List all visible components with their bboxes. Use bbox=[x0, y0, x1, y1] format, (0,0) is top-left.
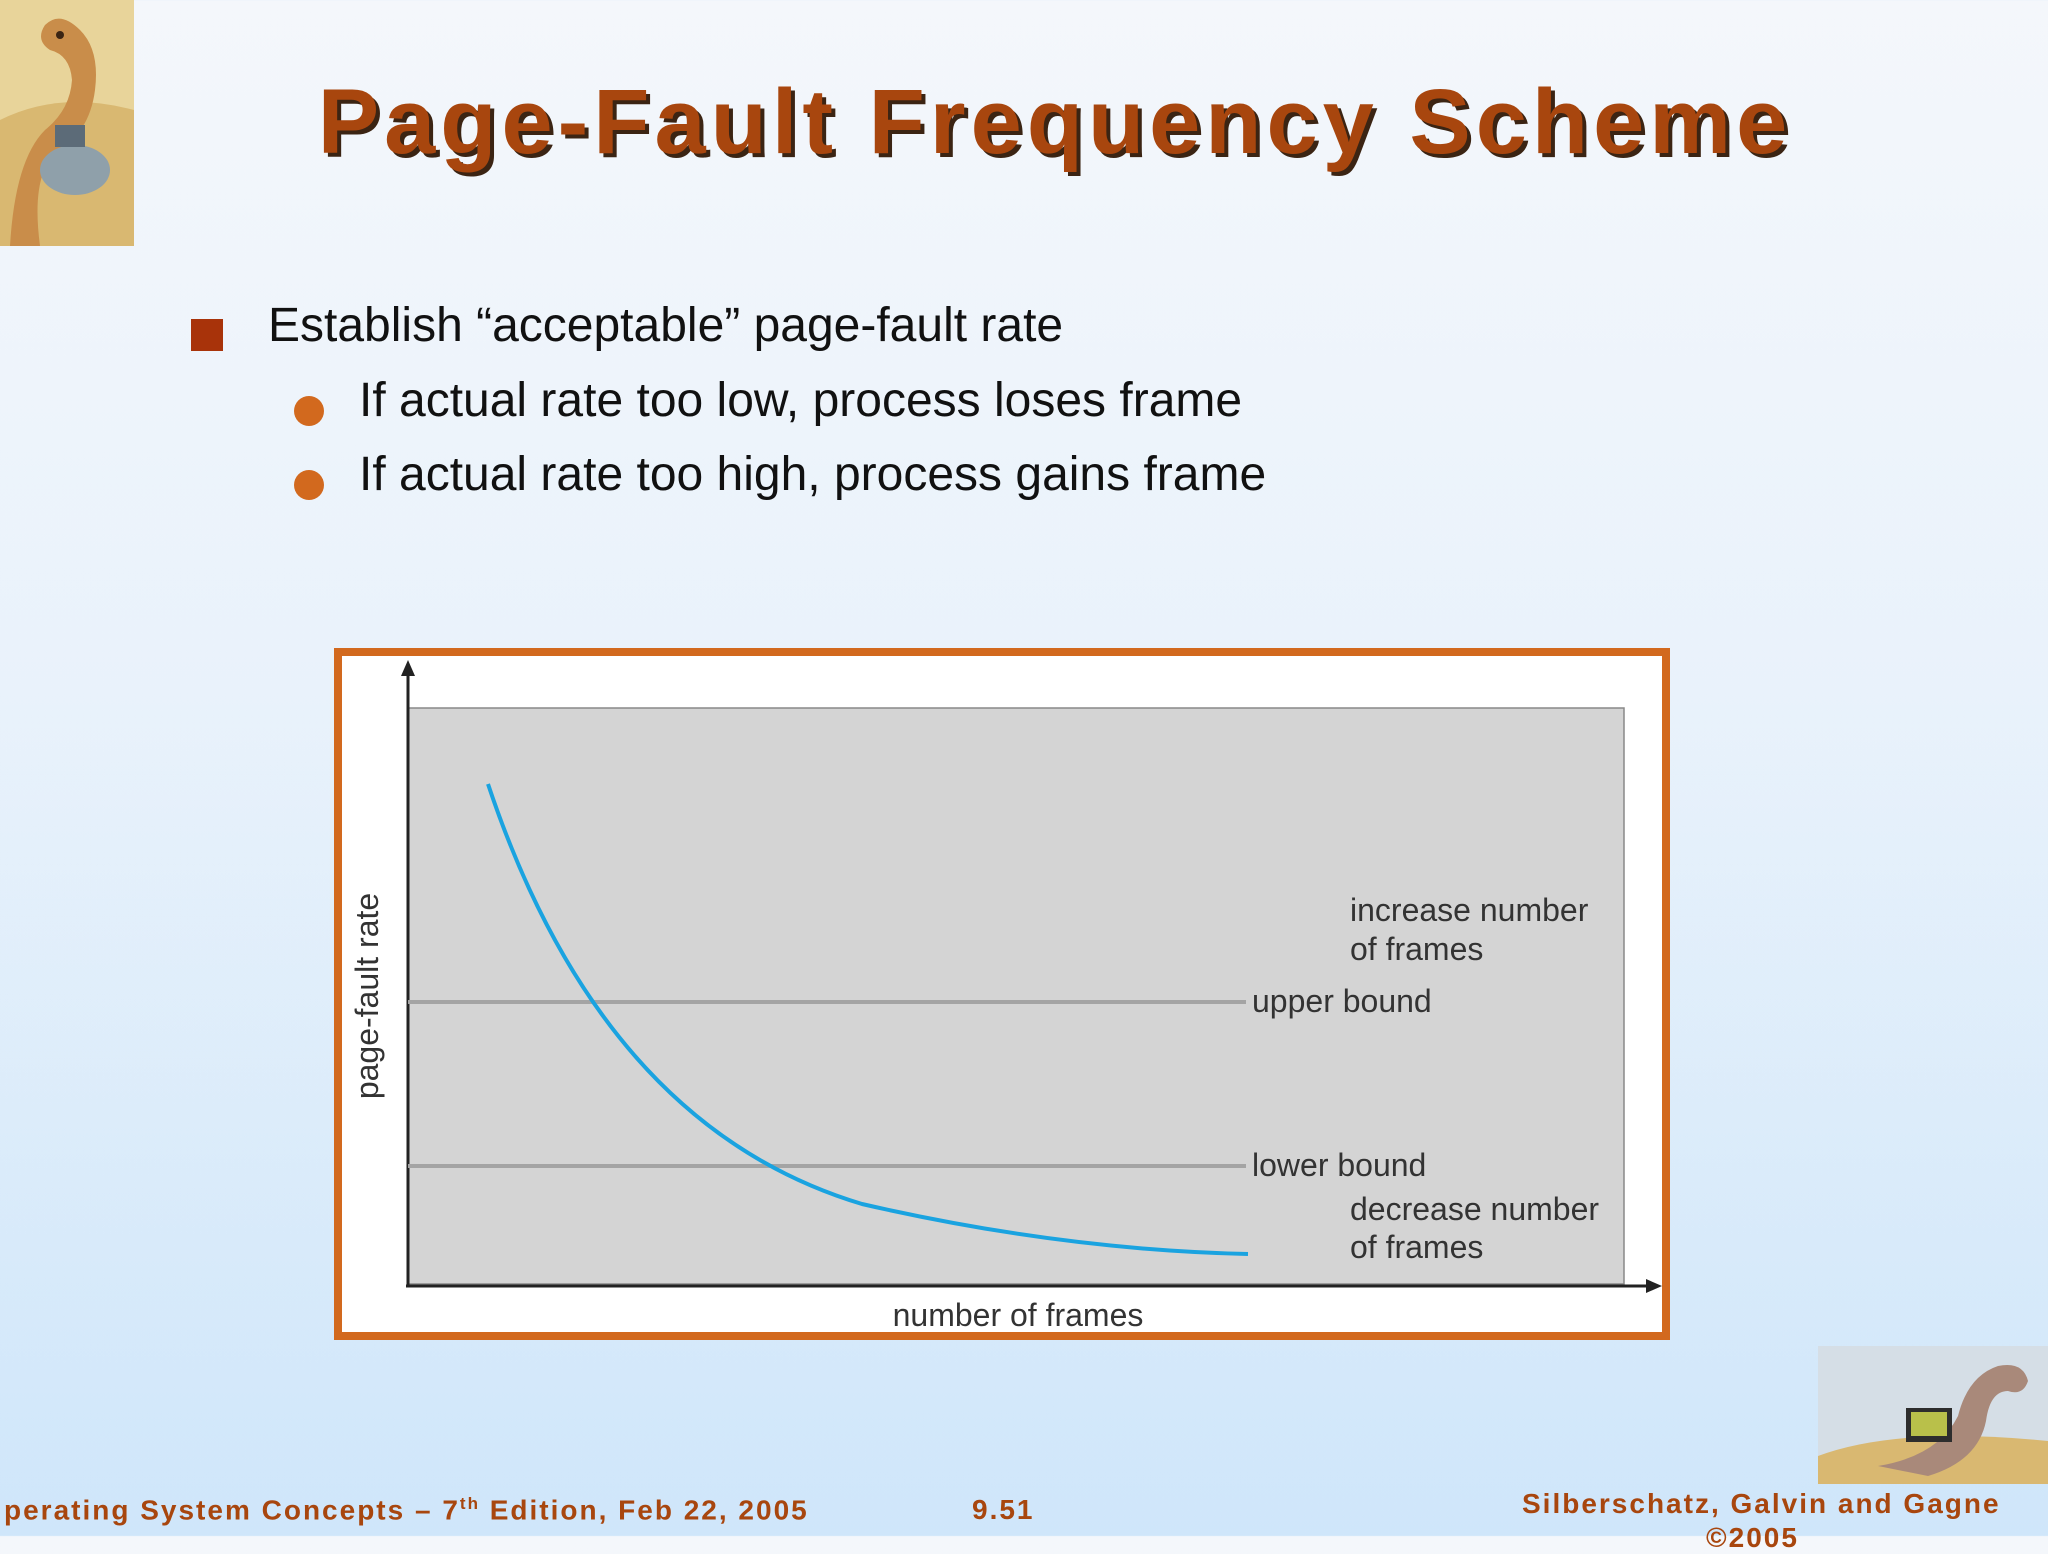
page-fault-chart: upper bound lower bound increase number … bbox=[349, 660, 1662, 1333]
bullet-text: If actual rate too low, process loses fr… bbox=[359, 374, 1243, 427]
footer-book-title: perating System Concepts – 7 bbox=[4, 1494, 460, 1526]
slide-title: Page-Fault Frequency Scheme bbox=[317, 71, 1793, 173]
x-axis-label: number of frames bbox=[893, 1297, 1144, 1332]
plot-area bbox=[407, 707, 1625, 1285]
footer-authors: Silberschatz, Galvin and Gagne bbox=[1522, 1488, 2001, 1519]
lower-bound-label: lower bound bbox=[1252, 1147, 1426, 1183]
upper-bound-label: upper bound bbox=[1252, 983, 1432, 1019]
circle-bullet-icon bbox=[294, 470, 324, 500]
dinosaur-illustration-bottom bbox=[1818, 1346, 2048, 1484]
footer-left: perating System Concepts – 7th Edition, … bbox=[4, 1494, 809, 1526]
increase-frames-annotation-line2: of frames bbox=[1350, 931, 1483, 967]
decrease-frames-annotation-line2: of frames bbox=[1350, 1229, 1483, 1265]
footer-edition-sup: th bbox=[459, 1494, 480, 1513]
dinosaur-illustration-top bbox=[0, 0, 134, 246]
y-axis-label: page-fault rate bbox=[349, 893, 385, 1099]
footer-page-number: 9.51 bbox=[972, 1494, 1035, 1525]
bullet-text: If actual rate too high, process gains f… bbox=[359, 448, 1267, 501]
bullet-text: Establish “acceptable” page-fault rate bbox=[268, 299, 1064, 352]
chart-frame: upper bound lower bound increase number … bbox=[334, 648, 1670, 1340]
square-bullet-icon bbox=[191, 319, 223, 351]
x-axis-arrow-icon bbox=[1646, 1279, 1662, 1293]
increase-frames-annotation-line1: increase number bbox=[1350, 892, 1589, 928]
footer-edition-date: Edition, Feb 22, 2005 bbox=[479, 1494, 809, 1526]
circle-bullet-icon bbox=[294, 396, 324, 426]
decrease-frames-annotation-line1: decrease number bbox=[1350, 1191, 1599, 1227]
y-axis-arrow-icon bbox=[401, 660, 415, 676]
footer-copyright: ©2005 bbox=[1706, 1522, 1799, 1553]
page-fault-curve bbox=[486, 783, 1249, 1256]
